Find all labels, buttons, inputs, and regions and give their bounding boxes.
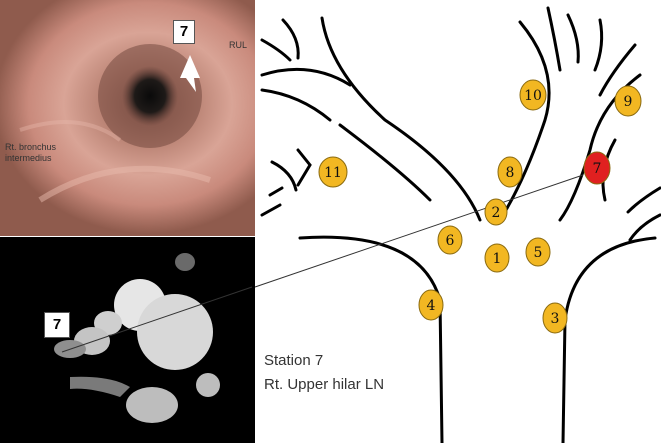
airway-branch-left-tip-5 bbox=[268, 186, 284, 197]
airway-branch-right-tip-2 bbox=[566, 13, 580, 64]
lymph-node-label: 8 bbox=[506, 165, 515, 181]
caption-station: Station 7 bbox=[264, 352, 324, 369]
airway-right-main-outer bbox=[561, 236, 657, 443]
connector-line-ct bbox=[61, 286, 253, 353]
airway-branch-right-tip-1 bbox=[546, 6, 562, 72]
lymph-node-3: 3 bbox=[542, 302, 568, 334]
caption-description: Rt. Upper hilar LN bbox=[264, 376, 385, 393]
airway-branch-left-tip-2 bbox=[260, 38, 292, 62]
lymph-node-label: 2 bbox=[492, 205, 501, 221]
lymph-node-marker bbox=[542, 302, 568, 334]
arrow-icon bbox=[180, 55, 200, 92]
ct-vessel bbox=[196, 373, 220, 397]
ct-vessel bbox=[126, 387, 178, 423]
lymph-node-label: 11 bbox=[324, 165, 342, 181]
lymph-node-5: 5 bbox=[525, 237, 551, 267]
lymph-node-marker bbox=[437, 225, 463, 255]
airway-trachea-left bbox=[320, 16, 482, 222]
lymph-node-label: 7 bbox=[593, 161, 602, 177]
mucosa-fold bbox=[38, 165, 211, 203]
ct-structure bbox=[70, 376, 130, 397]
lymph-node-marker bbox=[484, 243, 510, 273]
lymph-node-marker bbox=[418, 289, 444, 321]
lymph-node-marker bbox=[318, 156, 348, 188]
lymph-node-2: 2 bbox=[484, 198, 508, 226]
airway-trachea-right bbox=[498, 20, 551, 222]
lymph-node-marker bbox=[525, 237, 551, 267]
airway-branch-right-tip-4 bbox=[598, 43, 637, 97]
lymph-node-label: 9 bbox=[624, 94, 633, 110]
bronchus-label-line1: Rt. bronchus bbox=[5, 142, 57, 152]
bronchoscopy-image: 7 RUL Rt. bronchus intermedius bbox=[0, 0, 255, 236]
lymph-node-label: 1 bbox=[493, 251, 502, 267]
airway-branch-left-tip-1 bbox=[281, 18, 300, 60]
lymph-node-label: 6 bbox=[446, 233, 455, 249]
lymph-node-6: 6 bbox=[437, 225, 463, 255]
lymph-node-marker bbox=[614, 85, 642, 117]
connector-line-endoscopy bbox=[254, 174, 584, 288]
airway-branch-right-tip-7 bbox=[628, 213, 661, 242]
airway-branch-left-tip-3 bbox=[296, 148, 312, 187]
airway-bronchus-upper-left bbox=[260, 67, 352, 87]
airway-lumen bbox=[122, 66, 178, 126]
lymph-node-7: 7 bbox=[583, 151, 611, 185]
airway-branch-right-tip-6 bbox=[626, 186, 661, 214]
lymph-node-8: 8 bbox=[497, 156, 523, 188]
airway-branch-right-tip-3 bbox=[593, 18, 604, 72]
lymph-node-label: 3 bbox=[551, 311, 560, 327]
lymph-node-4: 4 bbox=[418, 289, 444, 321]
lymph-node-label: 4 bbox=[427, 298, 436, 314]
airway-branch-left-tip-4 bbox=[270, 160, 298, 192]
ct-vessel bbox=[137, 294, 213, 370]
ct-vessel bbox=[175, 253, 195, 271]
lymph-node-10: 10 bbox=[519, 79, 547, 111]
lymph-node-marker bbox=[519, 79, 547, 111]
airway-bronchus-upper-left-2 bbox=[260, 88, 332, 122]
lymph-node-marker bbox=[497, 156, 523, 188]
lymph-node-label: 10 bbox=[524, 88, 542, 104]
lymph-node-marker bbox=[484, 198, 508, 226]
bronchoscopy-drawing bbox=[19, 44, 211, 203]
lymph-node-marker bbox=[583, 151, 611, 185]
station-tag-endoscopy: 7 bbox=[173, 20, 195, 44]
bronchus-label-line2: intermedius bbox=[5, 153, 52, 163]
lymph-node-1: 1 bbox=[484, 243, 510, 273]
airway-branch-left-tip-6 bbox=[260, 203, 282, 217]
lymph-node-9: 9 bbox=[614, 85, 642, 117]
airway-left-main-outer bbox=[298, 235, 444, 443]
rul-label: RUL bbox=[229, 40, 248, 50]
lymph-node-11: 11 bbox=[318, 156, 348, 188]
mucosa-fold bbox=[19, 120, 122, 142]
lymph-node-label: 5 bbox=[534, 245, 543, 261]
station-tag-ct: 7 bbox=[44, 312, 70, 338]
airway-left-upper-outer bbox=[338, 123, 432, 202]
